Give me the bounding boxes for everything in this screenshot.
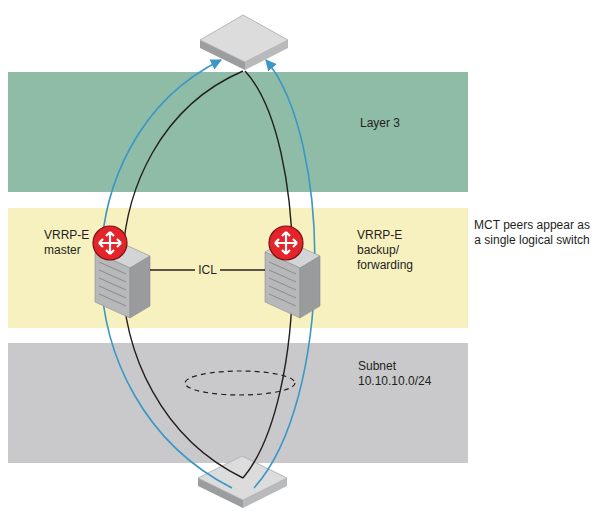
bottom-switch [198, 456, 287, 508]
band-fills-part [8, 208, 468, 328]
top-switch [200, 15, 288, 70]
chassis-left-part [99, 262, 126, 306]
layer-band: Layer 3 [8, 72, 468, 192]
router-icon [93, 226, 127, 260]
node-label: VRRP-E master [44, 228, 92, 258]
router-icon-part [275, 232, 297, 254]
lag-ellipse [185, 371, 295, 395]
chassis-right-part [300, 256, 320, 318]
router-icon-part [93, 226, 127, 260]
router-icon-part [269, 226, 303, 260]
node-label: Layer 3 [360, 116, 460, 131]
chassis-left-part [95, 252, 130, 318]
band-fills-part [8, 72, 468, 192]
subnet-band: Subnet 10.10.10.0/24 [8, 343, 468, 463]
switch-node: VRRP-E master [44, 226, 150, 320]
node-label: Subnet 10.10.10.0/24 [358, 359, 458, 389]
switch-node: VRRP-E backup/ forwarding [265, 226, 445, 320]
band-fills-part [8, 343, 468, 463]
band-fills [8, 72, 468, 463]
top-switch-part [200, 15, 288, 62]
link-curves [101, 60, 315, 488]
node-label: VRRP-E backup/ forwarding [357, 228, 425, 273]
link-label: ICL [195, 263, 220, 277]
router-icon-part [99, 232, 121, 254]
chassis-right-part [269, 262, 296, 306]
router-icon [269, 226, 303, 260]
note-label: MCT peers appear as a single logical swi… [474, 218, 590, 248]
chassis-left-part [130, 256, 150, 318]
chassis-right-part [265, 252, 300, 318]
